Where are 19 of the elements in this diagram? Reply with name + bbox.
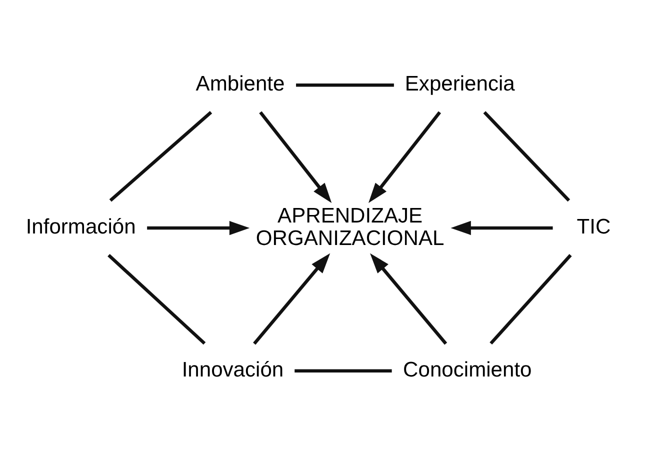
connector [294, 369, 392, 373]
node-text: Innovación [182, 358, 284, 382]
connector [296, 83, 394, 87]
node-text: Información [26, 216, 136, 239]
connector [108, 254, 206, 345]
node-text: Ambiente [196, 72, 285, 96]
arrow [450, 220, 553, 236]
arrow [253, 253, 330, 345]
node-text: Conocimiento [403, 358, 532, 382]
node-text: APRENDIZAJE ORGANIZACIONAL [256, 204, 444, 250]
arrow [147, 220, 250, 236]
node-text: Experiencia [404, 72, 515, 96]
node-text: TIC [576, 216, 611, 239]
connector [490, 254, 572, 345]
arrow [370, 253, 448, 345]
arrow [259, 111, 332, 204]
arrow [368, 111, 442, 204]
connector [483, 111, 570, 202]
connector [109, 111, 212, 202]
